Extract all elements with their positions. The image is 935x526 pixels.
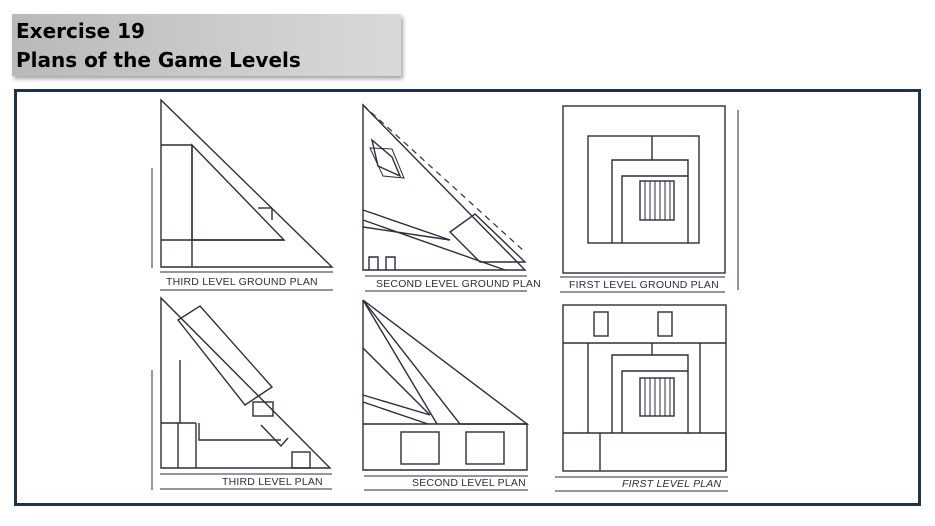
second-level-plan xyxy=(362,299,530,491)
first-level-ground-plan-label: FIRST LEVEL GROUND PLAN xyxy=(569,279,719,291)
first-level-plan xyxy=(555,304,728,492)
third-level-ground-plan xyxy=(151,98,334,291)
second-level-ground-plan-label: SECOND LEVEL GROUND PLAN xyxy=(376,278,541,290)
first-level-ground-plan xyxy=(560,105,739,293)
plans-frame xyxy=(14,89,921,506)
third-level-ground-plan-label: THIRD LEVEL GROUND PLAN xyxy=(166,276,318,288)
second-level-ground-plan xyxy=(362,103,527,292)
exercise-number: Exercise 19 xyxy=(16,19,145,43)
exercise-title-box: Exercise 19 Plans of the Game Levels xyxy=(12,14,401,76)
second-level-plan-label: SECOND LEVEL PLAN xyxy=(412,477,526,489)
exercise-title: Plans of the Game Levels xyxy=(16,48,301,72)
third-level-plan-label: THIRD LEVEL PLAN xyxy=(222,476,323,488)
third-level-plan xyxy=(151,296,332,490)
first-level-plan-label: FIRST LEVEL PLAN xyxy=(622,478,722,490)
